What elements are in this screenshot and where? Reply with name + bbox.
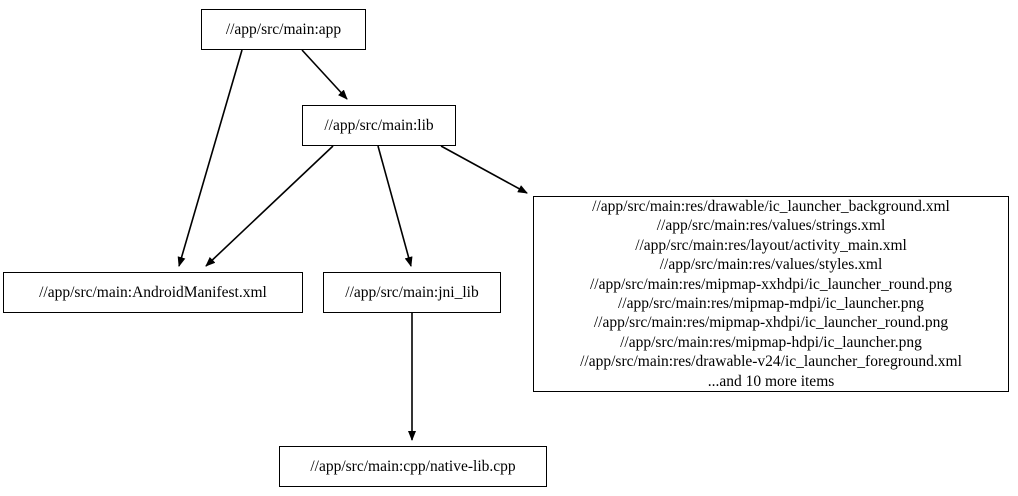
- node-jni-lib-label: //app/src/main:jni_lib: [345, 283, 479, 301]
- edge-app-to-lib: [301, 49, 348, 100]
- edge-lib-to-androidmanifest: [205, 145, 334, 267]
- node-app[interactable]: //app/src/main:app: [201, 9, 366, 50]
- node-native-lib-cpp[interactable]: //app/src/main:cpp/native-lib.cpp: [279, 446, 547, 487]
- node-jni-lib[interactable]: //app/src/main:jni_lib: [323, 272, 501, 313]
- node-native-lib-cpp-label: //app/src/main:cpp/native-lib.cpp: [310, 457, 516, 475]
- edge-lib-to-jni-lib: [377, 145, 413, 267]
- edge-app-to-androidmanifest: [177, 49, 243, 267]
- node-androidmanifest-label: //app/src/main:AndroidManifest.xml: [39, 283, 267, 301]
- node-resources[interactable]: //app/src/main:res/drawable/ic_launcher_…: [533, 196, 1009, 392]
- node-app-label: //app/src/main:app: [225, 20, 342, 38]
- node-lib-label: //app/src/main:lib: [324, 116, 434, 134]
- node-androidmanifest[interactable]: //app/src/main:AndroidManifest.xml: [3, 272, 303, 313]
- node-resources-label: //app/src/main:res/drawable/ic_launcher_…: [580, 197, 962, 390]
- node-lib[interactable]: //app/src/main:lib: [302, 105, 456, 146]
- edge-lib-to-resources: [440, 145, 528, 194]
